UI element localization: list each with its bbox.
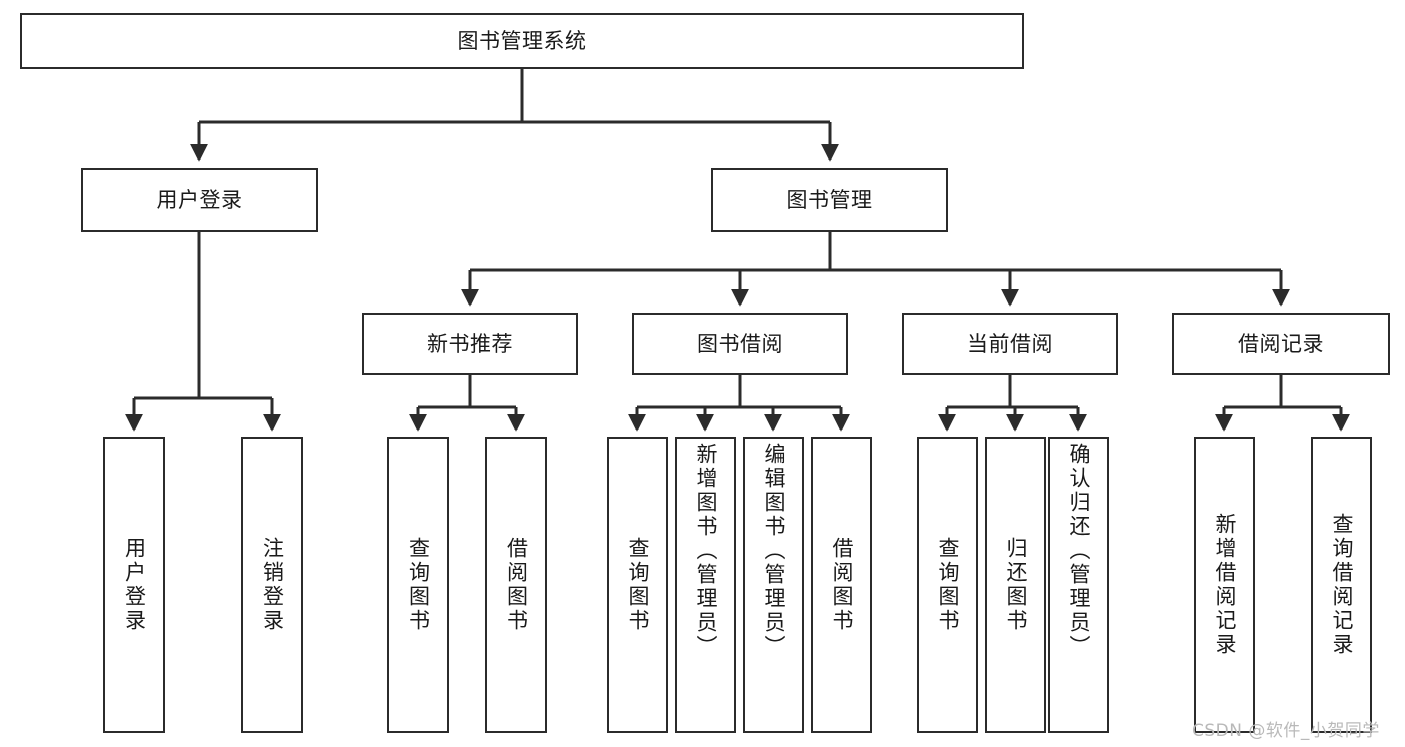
node-leaf-return-book-label: 归还图书 <box>1004 537 1028 633</box>
node-leaf-query-book-borrow[interactable]: 查询图书 <box>607 437 668 733</box>
node-new-book-rec[interactable]: 新书推荐 <box>362 313 578 375</box>
node-borrow-record-label: 借阅记录 <box>1238 331 1324 356</box>
node-book-borrow[interactable]: 图书借阅 <box>632 313 848 375</box>
node-leaf-borrow-book[interactable]: 借阅图书 <box>811 437 872 733</box>
node-root[interactable]: 图书管理系统 <box>20 13 1024 69</box>
node-leaf-query-record-label: 查询借阅记录 <box>1330 513 1354 657</box>
node-new-book-rec-label: 新书推荐 <box>427 331 513 356</box>
node-book-manage[interactable]: 图书管理 <box>711 168 948 232</box>
node-leaf-borrow-book-rec-label: 借阅图书 <box>504 537 529 633</box>
node-book-manage-label: 图书管理 <box>786 187 873 212</box>
node-leaf-add-record[interactable]: 新增借阅记录 <box>1194 437 1255 733</box>
node-leaf-query-book-rec[interactable]: 查询图书 <box>387 437 449 733</box>
node-leaf-query-book-cur[interactable]: 查询图书 <box>917 437 978 733</box>
node-leaf-logout[interactable]: 注销登录 <box>241 437 303 733</box>
node-leaf-query-book-borrow-label: 查询图书 <box>626 537 650 633</box>
node-borrow-record[interactable]: 借阅记录 <box>1172 313 1390 375</box>
node-current-borrow-label: 当前借阅 <box>967 331 1053 356</box>
node-leaf-edit-book[interactable]: 编辑图书（管理员） <box>743 437 804 733</box>
node-leaf-borrow-book-rec[interactable]: 借阅图书 <box>485 437 547 733</box>
node-root-label: 图书管理系统 <box>457 28 587 53</box>
node-leaf-borrow-book-label: 借阅图书 <box>830 537 854 633</box>
node-user-login[interactable]: 用户登录 <box>81 168 318 232</box>
node-leaf-confirm-return-label: 确认归还（管理员） <box>1067 443 1091 659</box>
node-leaf-user-login-label: 用户登录 <box>122 537 147 633</box>
node-current-borrow[interactable]: 当前借阅 <box>902 313 1118 375</box>
node-leaf-logout-label: 注销登录 <box>260 537 285 633</box>
node-leaf-add-book[interactable]: 新增图书（管理员） <box>675 437 736 733</box>
node-leaf-query-record[interactable]: 查询借阅记录 <box>1311 437 1372 733</box>
node-leaf-confirm-return[interactable]: 确认归还（管理员） <box>1048 437 1109 733</box>
node-leaf-add-book-label: 新增图书（管理员） <box>694 443 718 659</box>
node-leaf-user-login[interactable]: 用户登录 <box>103 437 165 733</box>
node-leaf-return-book[interactable]: 归还图书 <box>985 437 1046 733</box>
node-leaf-query-book-rec-label: 查询图书 <box>406 537 431 633</box>
node-user-login-label: 用户登录 <box>156 187 243 212</box>
node-book-borrow-label: 图书借阅 <box>697 331 783 356</box>
node-leaf-edit-book-label: 编辑图书（管理员） <box>762 443 786 659</box>
node-leaf-query-book-cur-label: 查询图书 <box>936 537 960 633</box>
node-leaf-add-record-label: 新增借阅记录 <box>1213 513 1237 657</box>
